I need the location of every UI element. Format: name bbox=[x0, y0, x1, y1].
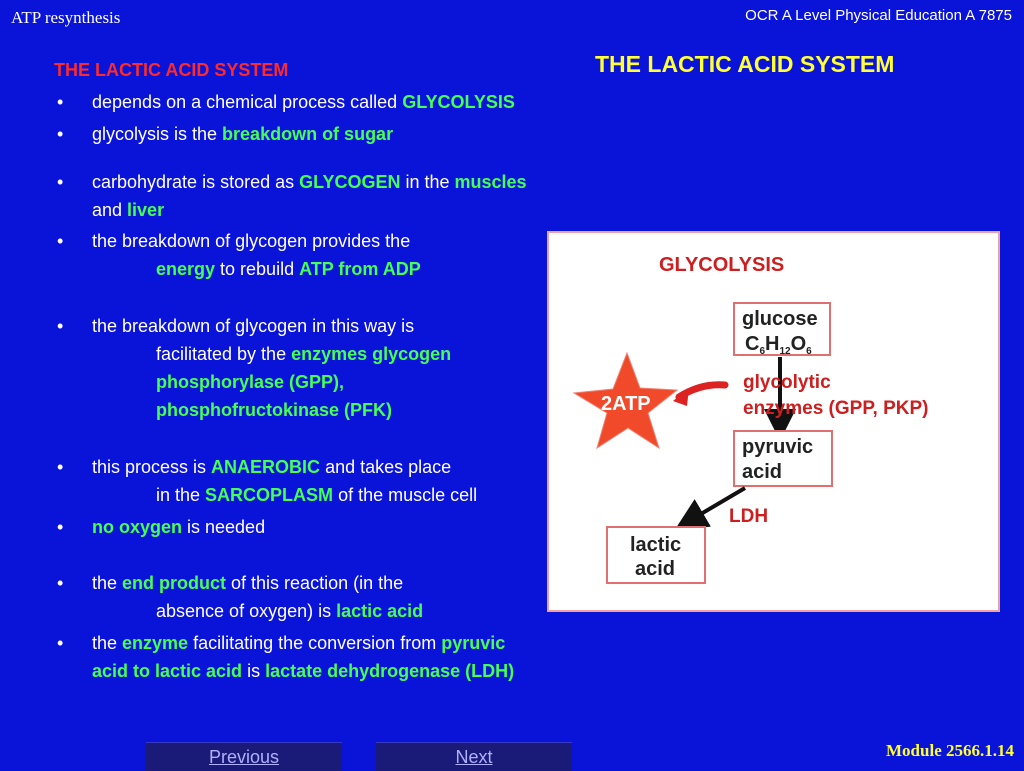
highlight: lactate dehydrogenase (LDH) bbox=[265, 661, 515, 681]
bullet-energy: the breakdown of glycogen provides the e… bbox=[54, 227, 574, 283]
bullet-enzymes: the breakdown of glycogen in this way is… bbox=[54, 312, 574, 424]
indented-line: phosphorylase (GPP), bbox=[156, 372, 345, 392]
highlight: pyruvic bbox=[441, 633, 506, 653]
text: in the bbox=[156, 485, 206, 505]
text: of this reaction (in the bbox=[226, 573, 404, 593]
highlight: acid to lactic acid bbox=[92, 661, 243, 681]
next-button[interactable]: Next bbox=[376, 742, 572, 771]
highlight: ANAEROBIC bbox=[211, 457, 321, 477]
highlight: enzymes glycogen bbox=[291, 344, 452, 364]
highlight: breakdown of sugar bbox=[222, 124, 394, 144]
lactic-label-line1: lactic bbox=[630, 534, 681, 556]
bullet-glycogen-storage: carbohydrate is stored as GLYCOGEN in th… bbox=[54, 168, 574, 224]
slide-title: THE LACTIC ACID SYSTEM bbox=[595, 51, 895, 77]
highlight: liver bbox=[127, 200, 165, 220]
enzymes-label-line2: enzymes (GPP, PKP) bbox=[743, 398, 929, 419]
highlight: SARCOPLASM bbox=[205, 485, 334, 505]
diagram-title: GLYCOLYSIS bbox=[659, 254, 784, 276]
text: the bbox=[92, 633, 123, 653]
glycolysis-diagram: GLYCOLYSIS glucose C6H12O6 2ATP glycolyt… bbox=[547, 231, 1000, 612]
ldh-label: LDH bbox=[729, 506, 768, 527]
highlight: enzyme bbox=[122, 633, 189, 653]
bullet-anaerobic: this process is ANAEROBIC and takes plac… bbox=[54, 453, 574, 509]
text: and takes place bbox=[320, 457, 452, 477]
highlight: muscles bbox=[454, 172, 527, 192]
text: facilitating the conversion from bbox=[188, 633, 442, 653]
text: is bbox=[242, 661, 266, 681]
highlight: no oxygen bbox=[92, 517, 183, 537]
highlight: ATP from ADP bbox=[299, 259, 421, 279]
highlight: end product bbox=[122, 573, 227, 593]
header-course: OCR A Level Physical Education A 7875 bbox=[745, 7, 1012, 24]
text: facilitated by the bbox=[156, 344, 292, 364]
text: in the bbox=[400, 172, 455, 192]
glucose-formula: C6H12O6 bbox=[745, 333, 812, 357]
text: the bbox=[92, 573, 123, 593]
text: glycolysis is the bbox=[92, 124, 223, 144]
text: absence of oxygen) is bbox=[156, 601, 337, 621]
bullet-glycolysis: depends on a chemical process called GLY… bbox=[54, 88, 574, 116]
text: is needed bbox=[182, 517, 266, 537]
header-topic: ATP resynthesis bbox=[11, 8, 121, 27]
module-code: Module 2566.1.14 bbox=[886, 741, 1014, 760]
text: carbohydrate is stored as bbox=[92, 172, 300, 192]
bullet-end-product: the end product of this reaction (in the… bbox=[54, 569, 574, 625]
glycolysis-diagram-svg: GLYCOLYSIS glucose C6H12O6 2ATP glycolyt… bbox=[572, 254, 929, 584]
indented-line: absence of oxygen) is lactic acid bbox=[92, 597, 574, 625]
lactic-box bbox=[606, 526, 706, 584]
section-heading: THE LACTIC ACID SYSTEM bbox=[54, 60, 289, 80]
text: and bbox=[92, 200, 128, 220]
indented-line: phosphofructokinase (PFK) bbox=[156, 400, 393, 420]
bullet-no-oxygen: no oxygen is needed bbox=[54, 513, 574, 541]
text: of the muscle cell bbox=[333, 485, 478, 505]
highlight: lactic acid bbox=[336, 601, 424, 621]
indented-line: in the SARCOPLASM of the muscle cell bbox=[92, 481, 574, 509]
text: the breakdown of glycogen in this way is bbox=[92, 316, 415, 336]
atp-label: 2ATP bbox=[601, 393, 651, 415]
highlight: GLYCOLYSIS bbox=[402, 92, 515, 112]
bullet-list: depends on a chemical process called GLY… bbox=[54, 88, 574, 685]
pyruvic-label-line2: acid bbox=[742, 461, 782, 483]
highlight: energy bbox=[156, 259, 216, 279]
text: this process is bbox=[92, 457, 212, 477]
highlight: GLYCOGEN bbox=[299, 172, 401, 192]
indented-line: facilitated by the enzymes glycogen bbox=[92, 340, 574, 368]
pyruvic-label-line1: pyruvic bbox=[742, 436, 813, 458]
lactic-label-line2: acid bbox=[635, 558, 675, 580]
glucose-label: glucose bbox=[742, 308, 818, 330]
enzymes-label-line1: glycolytic bbox=[743, 372, 831, 393]
indented-line: energy to rebuild ATP from ADP bbox=[92, 255, 574, 283]
glucose-box bbox=[733, 302, 831, 356]
text: depends on a chemical process called bbox=[92, 92, 403, 112]
atp-star-icon bbox=[572, 351, 679, 450]
previous-button[interactable]: Previous bbox=[146, 742, 342, 771]
text: the breakdown of glycogen provides the bbox=[92, 231, 411, 251]
pyruvic-box bbox=[733, 430, 833, 487]
text: to rebuild bbox=[215, 259, 300, 279]
bullet-breakdown-of-sugar: glycolysis is the breakdown of sugar bbox=[54, 120, 574, 148]
curved-arrow-head-icon bbox=[673, 388, 689, 406]
arrow-pyruvic-to-lactic bbox=[675, 486, 747, 530]
bullet-ldh: the enzyme facilitating the conversion f… bbox=[54, 629, 574, 685]
